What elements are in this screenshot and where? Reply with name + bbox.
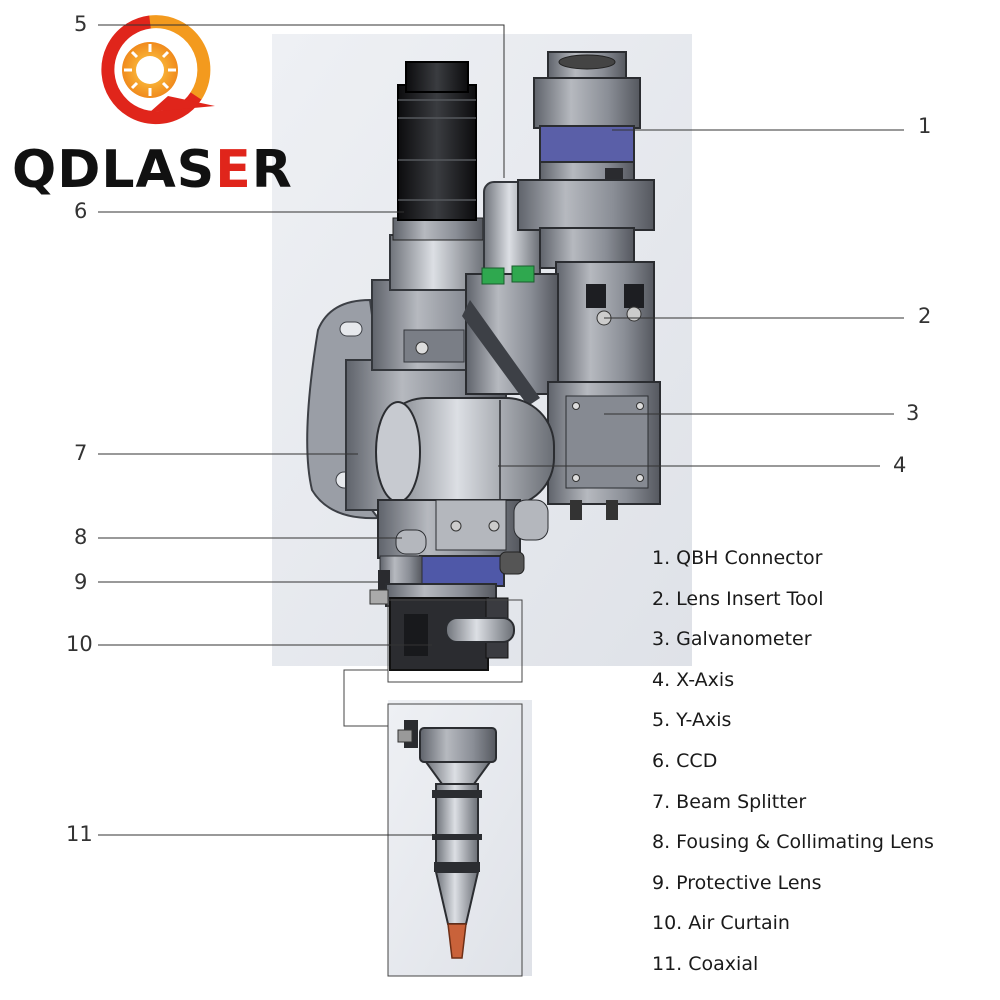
qbh-blue-ring: [539, 125, 635, 165]
callout-3: 3: [906, 401, 920, 425]
qdlaser-logo-icon: [101, 15, 215, 125]
brand-wordmark-left: QDLAS: [12, 140, 216, 200]
legend-item-lens-insert-tool: 2. Lens Insert Tool: [652, 587, 824, 610]
legend-item-coaxial: 11. Coaxial: [652, 952, 759, 975]
ccd-camera: [397, 84, 477, 221]
callout-8: 8: [74, 525, 88, 549]
air-curtain-frame: [387, 599, 523, 683]
legend-item-qbh-connector: 1. QBH Connector: [652, 547, 823, 569]
legend-item-protective-lens: 9. Protective Lens: [652, 871, 822, 894]
callout-7: 7: [74, 441, 88, 465]
callout-6: 6: [74, 199, 88, 223]
callout-11: 11: [66, 822, 93, 846]
callout-9: 9: [74, 570, 88, 594]
coaxial-link-line: [343, 669, 388, 727]
callout-10: 10: [66, 632, 93, 656]
coaxial-illustration: [397, 720, 497, 959]
legend-item-beam-splitter: 7. Beam Splitter: [652, 790, 807, 813]
coaxial-frame: [387, 703, 523, 977]
legend-item-y-axis: 5. Y-Axis: [652, 709, 732, 732]
legend-item-x-axis: 4. X-Axis: [652, 668, 735, 691]
lens-insert-tool: [555, 261, 655, 393]
brand-wordmark: QDLASER: [12, 140, 293, 200]
laser-head-illustration: [306, 51, 661, 671]
brand-wordmark-accent: E: [215, 140, 252, 200]
parts-legend: 1. QBH Connector 2. Lens Insert Tool 3. …: [652, 546, 934, 993]
callout-1: 1: [918, 114, 932, 138]
legend-item-ccd: 6. CCD: [652, 749, 718, 772]
callout-4: 4: [893, 453, 907, 477]
callout-5: 5: [74, 12, 88, 36]
legend-item-galvanometer: 3. Galvanometer: [652, 628, 812, 651]
legend-item-air-curtain: 10. Air Curtain: [652, 912, 790, 935]
protective-lens-ring: [419, 555, 505, 587]
brand-wordmark-right: R: [251, 140, 293, 200]
leader-line-5: [98, 24, 505, 178]
legend-item-focusing-collimating-lens: 8. Fousing & Collimating Lens: [652, 831, 934, 854]
leader-lines: [98, 24, 904, 836]
callout-2: 2: [918, 304, 932, 328]
